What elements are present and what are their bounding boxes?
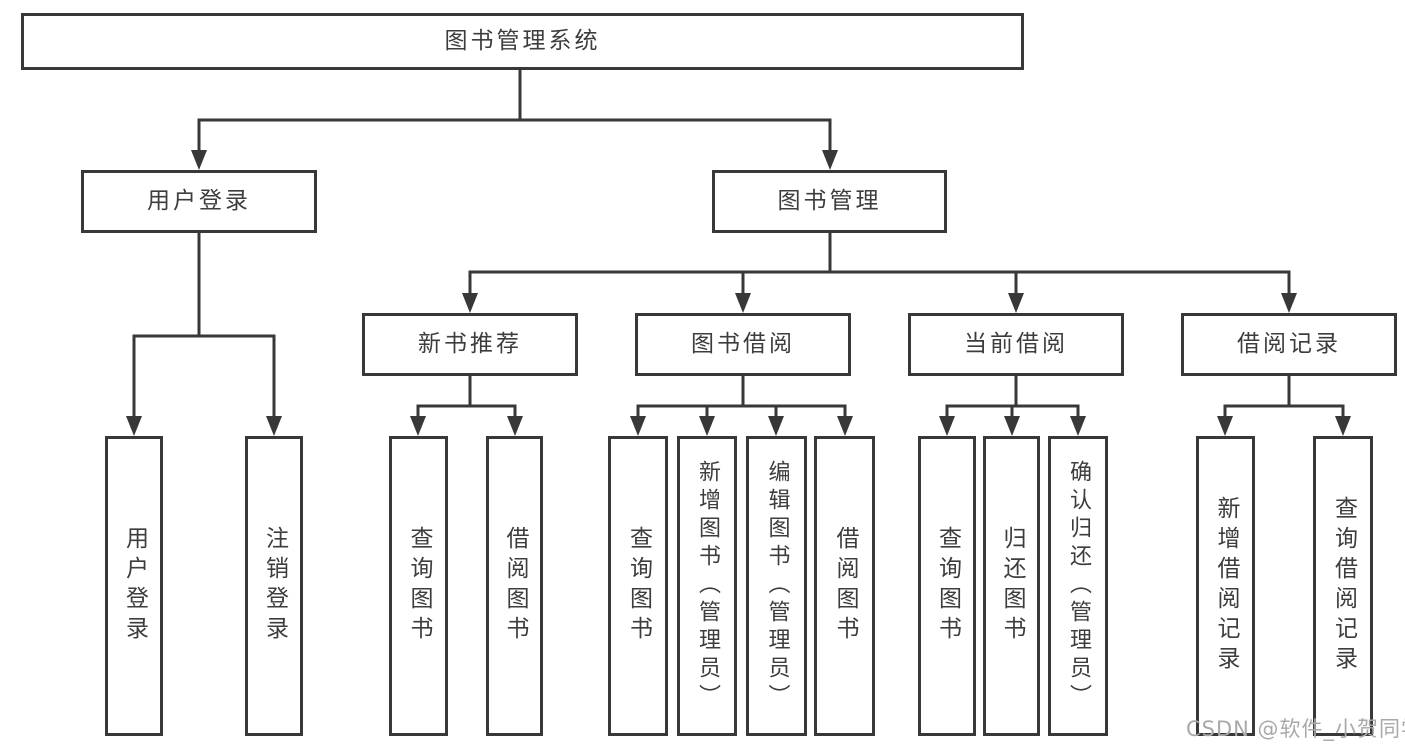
- watermark: CSDN @软件_小贺同学: [1186, 717, 1405, 741]
- node-borrow-record: 借阅记录: [1181, 313, 1397, 376]
- node-nbr-borrow-book-label: 借阅图书: [502, 526, 528, 646]
- node-logout-action-label: 注销登录: [261, 526, 288, 646]
- node-user-login-label: 用户登录: [147, 188, 251, 214]
- node-bb-edit-book-admin: 编辑图书（管理员）: [746, 436, 807, 736]
- node-borrow-record-label: 借阅记录: [1237, 331, 1341, 357]
- node-root-label: 图书管理系统: [444, 28, 601, 54]
- connector-current-borrow-to-children: [939, 376, 1086, 436]
- node-bb-add-book-admin: 新增图书（管理员）: [677, 436, 737, 736]
- connector-book-mgmt-to-level3: [462, 233, 1297, 313]
- node-current-borrow-label: 当前借阅: [964, 331, 1068, 357]
- node-new-book-rec-label: 新书推荐: [418, 331, 522, 357]
- node-user-login: 用户登录: [81, 170, 317, 233]
- node-br-query-record-label: 查询借阅记录: [1330, 496, 1357, 676]
- node-br-add-record: 新增借阅记录: [1196, 436, 1255, 736]
- node-bb-borrow-book: 借阅图书: [814, 436, 875, 736]
- node-nbr-borrow-book: 借阅图书: [486, 436, 543, 736]
- node-user-login-action: 用户登录: [105, 436, 163, 736]
- connector-new-book-rec-to-children: [410, 376, 523, 436]
- node-bb-query-book: 查询图书: [608, 436, 668, 736]
- node-current-borrow: 当前借阅: [908, 313, 1124, 376]
- node-book-borrow: 图书借阅: [635, 313, 851, 376]
- node-br-add-record-label: 新增借阅记录: [1213, 496, 1239, 676]
- node-nbr-query-book-label: 查询图书: [406, 526, 432, 646]
- node-cb-confirm-return-admin: 确认归还（管理员）: [1048, 436, 1108, 736]
- node-cb-query-book-label: 查询图书: [934, 526, 961, 646]
- node-bb-add-book-admin-label: 新增图书（管理员）: [695, 460, 720, 712]
- node-cb-query-book: 查询图书: [918, 436, 976, 736]
- node-nbr-query-book: 查询图书: [389, 436, 448, 736]
- node-br-query-record: 查询借阅记录: [1313, 436, 1373, 736]
- connector-root-to-level2: [191, 69, 838, 170]
- connector-book-borrow-to-children: [630, 376, 853, 436]
- node-new-book-rec: 新书推荐: [362, 313, 578, 376]
- node-bb-edit-book-admin-label: 编辑图书（管理员）: [764, 460, 790, 712]
- node-user-login-action-label: 用户登录: [121, 526, 148, 646]
- node-cb-confirm-return-admin-label: 确认归还（管理员）: [1066, 460, 1091, 712]
- connector-user-login-to-children: [126, 232, 282, 436]
- node-book-mgmt: 图书管理: [712, 170, 947, 233]
- node-cb-return-book-label: 归还图书: [999, 526, 1025, 646]
- node-book-mgmt-label: 图书管理: [777, 188, 882, 214]
- node-bb-borrow-book-label: 借阅图书: [832, 526, 858, 646]
- node-logout-action: 注销登录: [245, 436, 303, 736]
- node-book-borrow-label: 图书借阅: [691, 331, 795, 357]
- node-root: 图书管理系统: [21, 13, 1024, 70]
- connector-borrow-record-to-children: [1217, 376, 1351, 436]
- node-bb-query-book-label: 查询图书: [625, 526, 652, 646]
- node-cb-return-book: 归还图书: [983, 436, 1040, 736]
